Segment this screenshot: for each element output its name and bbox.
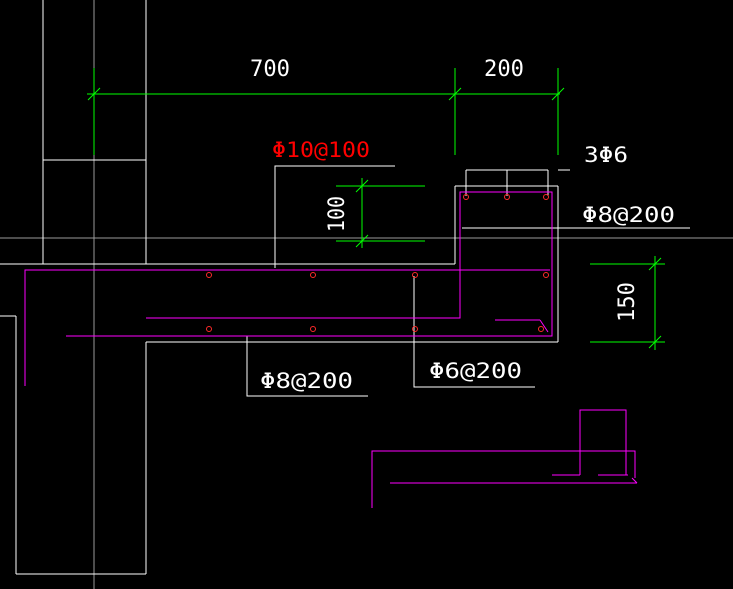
rebar-dot xyxy=(310,326,316,332)
right-stirrup-label: Φ8@200 xyxy=(582,203,675,227)
rebar-dot xyxy=(412,326,418,332)
rebar-dot xyxy=(538,326,544,332)
bottom-right-label: Φ6@200 xyxy=(429,359,522,383)
dim-top-left-label: 700 xyxy=(250,57,290,82)
rebar-dot xyxy=(206,272,212,278)
rebar-dot xyxy=(412,272,418,278)
dimension-lines xyxy=(87,68,665,350)
rebar-lines xyxy=(24,191,638,508)
rebar-dot xyxy=(463,194,469,200)
rebar-dot xyxy=(543,194,549,200)
dim-right-vertical-label: 150 xyxy=(615,282,640,322)
column-outline xyxy=(0,0,559,575)
bottom-left-label: Φ8@200 xyxy=(260,369,353,393)
dim-left-vertical-label: 100 xyxy=(325,196,350,232)
top-bars-label: 3Φ6 xyxy=(584,143,628,167)
rebar-dot xyxy=(206,326,212,332)
rebar-dot xyxy=(543,272,549,278)
rebar-dots xyxy=(206,194,549,332)
top-stirrup-label: Φ10@100 xyxy=(272,138,370,162)
rebar-dot xyxy=(504,194,510,200)
rebar-dot xyxy=(310,272,316,278)
dim-top-right-label: 200 xyxy=(484,57,524,82)
